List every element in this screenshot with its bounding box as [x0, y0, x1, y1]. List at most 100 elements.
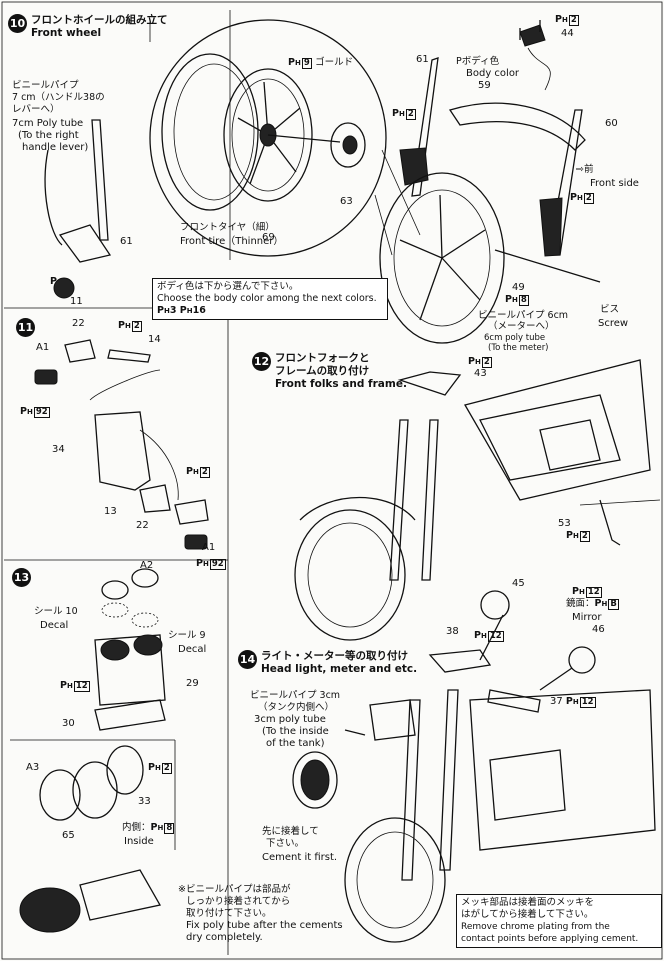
meter-cover-a2-right [131, 568, 159, 588]
step-12-header: 12 フロントフォークと フレームの取り付け Front folks and f… [252, 352, 407, 391]
label-front-side-en: Front side [590, 178, 639, 189]
fork-12-left [389, 419, 409, 581]
magnify-line [381, 149, 421, 236]
label-decal10-en: Decal [40, 620, 69, 631]
label-poly3-en1: 3cm poly tube [254, 714, 326, 725]
bracket-30 [94, 699, 166, 731]
wheel-12 [294, 509, 406, 641]
label-poly3-jp1: ビニールパイプ 3cm [250, 690, 341, 701]
blinker-a1-bottom [184, 534, 208, 550]
part-label-61: 61 [416, 54, 429, 65]
hub-63 [330, 122, 366, 168]
bracket-34 [94, 411, 151, 491]
magnify-circle [149, 19, 387, 257]
part-label-34: 34 [52, 444, 65, 455]
stand-53 [599, 499, 621, 546]
step-12-title-en: Front folks and frame. [275, 378, 407, 390]
label-poly6-en1: 6cm poly tube [484, 333, 546, 343]
step-11-number: 11 [16, 318, 35, 337]
decal-10 [101, 602, 129, 618]
part-label-a1b: A1 [202, 542, 216, 553]
label-body-color-en: Body color [466, 68, 520, 79]
part-label-59: 59 [478, 80, 491, 91]
note-poly-en2: dry completely. [186, 932, 263, 943]
label-decal9-en: Decal [178, 644, 207, 655]
axle-screw [494, 249, 601, 283]
part-label-44: 44 [561, 28, 574, 39]
step-14-number: 14 [238, 650, 257, 669]
part-label-29: 29 [186, 678, 199, 689]
label-decal10-jp: シール 10 [34, 606, 78, 617]
label-inside-en: Inside [124, 836, 154, 847]
step-10-title-en: Front wheel [31, 27, 102, 39]
part-label-11: 11 [70, 296, 83, 307]
label-body-color-jp: Pボディ色 [456, 56, 500, 67]
label-tire-en: Front tire（Thinner） [180, 236, 284, 247]
note-chrome: メッキ部品は接着面のメッキを はがしてから接着して下さい。 Remove chr… [456, 894, 662, 948]
step-13-number: 13 [12, 568, 31, 587]
label-poly6-en2: (To the meter) [488, 343, 549, 353]
label-poly6-jp1: ビニールパイプ 6cm [478, 310, 569, 321]
note-poly-jp3: 取り付けて下さい。 [186, 908, 272, 919]
part-label-a3: A3 [26, 762, 40, 773]
label-screw-jp: ビス [600, 304, 620, 315]
step-14-header: 14 ライト・メーター等の取り付け Head light, meter and … [238, 650, 417, 676]
wheel-14 [344, 817, 446, 943]
handle-38 [428, 649, 492, 673]
step-14-title-jp: ライト・メーター等の取り付け [261, 650, 408, 662]
part-44 [519, 24, 546, 47]
step-10-title-jp: フロントホイールの組み立て [31, 14, 168, 26]
label-poly3-en3: of the tank) [266, 738, 325, 749]
decal-9 [131, 612, 159, 628]
step-12-title-jp: フロントフォークと [275, 352, 370, 364]
part-11 [53, 277, 75, 299]
frame-14 [469, 689, 656, 851]
top-bridge-43 [397, 371, 462, 396]
fork-leg-61 [91, 119, 109, 241]
label-vinyl-jp2: 7 cm（ハンドル38の [12, 92, 105, 103]
frame-12 [464, 359, 651, 501]
step-10-header: 10 フロントホイールの組み立て Front wheel [8, 14, 168, 40]
label-tire-jp: フロントタイヤ（細） [180, 222, 275, 233]
fender-59 [448, 102, 586, 151]
step-14-title-en: Head light, meter and etc. [261, 663, 418, 675]
label-vinyl-en3: handle lever) [22, 142, 89, 153]
label-vinyl-jp3: レバーへ） [12, 104, 60, 115]
magnify-line-2 [374, 194, 393, 256]
label-screw-en: Screw [598, 318, 629, 329]
label-poly3-en2: (To the inside [262, 726, 329, 737]
grip-37 [487, 689, 541, 713]
part-label-60: 60 [605, 118, 618, 129]
part-label-14: 14 [148, 334, 161, 345]
meter-29 [94, 634, 166, 706]
label-cement-en: Cement it first. [262, 852, 338, 863]
blinker-a1-top [34, 369, 58, 385]
mirror-45 [480, 590, 510, 620]
part-label-33: 33 [138, 796, 151, 807]
note-poly-en1: Fix poly tube after the cements [186, 920, 343, 931]
step-12-title-jp2: フレームの取り付け [275, 365, 370, 377]
step-12-number: 12 [252, 352, 271, 371]
meter-cover-a2-left [101, 580, 129, 600]
part-label-63: 63 [340, 196, 353, 207]
label-mirror-en: Mirror [572, 612, 602, 623]
part-13 [139, 484, 171, 513]
label-decal9-jp: シール 9 [168, 630, 206, 641]
part-label-38: 38 [446, 626, 459, 637]
part-label-69: 69 [262, 232, 275, 243]
rim-65 [72, 761, 118, 819]
